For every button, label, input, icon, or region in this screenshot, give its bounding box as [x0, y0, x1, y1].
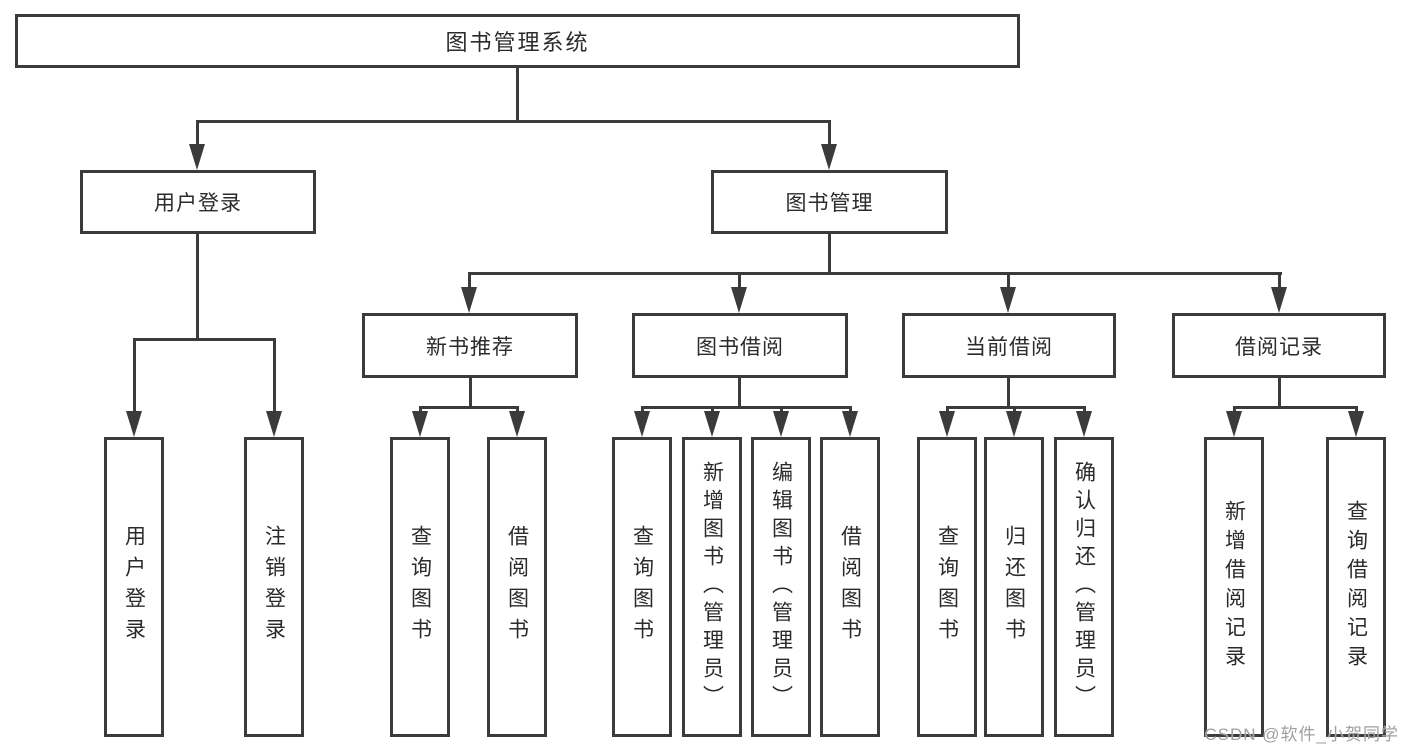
- arrowhead-to-book-borrow: [731, 287, 747, 313]
- node-book-management: 图书管理: [711, 170, 948, 234]
- arrowhead-to-bb-borrow: [842, 411, 858, 437]
- leaf-borrow-borrow-books-label: 借阅图书: [838, 525, 862, 649]
- leaf-add-borrow-record-label: 新增借阅记录: [1222, 500, 1246, 674]
- leaf-edit-book-admin-label: 编辑图书（管理员）: [769, 461, 793, 713]
- connector-stub-book-management: [828, 120, 831, 150]
- connector-stub-new-book: [468, 272, 471, 292]
- arrowhead-to-book-management: [821, 144, 837, 170]
- arrowhead-to-nb-query: [412, 411, 428, 437]
- leaf-newbook-query-books-label: 查询图书: [408, 525, 432, 649]
- connector-stub-leaf-user-login: [133, 338, 136, 416]
- leaf-return-books: 归还图书: [984, 437, 1044, 737]
- node-new-book-recommend-label: 新书推荐: [426, 335, 514, 359]
- leaf-newbook-borrow-books: 借阅图书: [487, 437, 547, 737]
- arrowhead-to-user-login: [189, 144, 205, 170]
- arrowhead-to-borrow-records: [1271, 287, 1287, 313]
- node-borrow-records-label: 借阅记录: [1235, 335, 1323, 359]
- connector-book-borrow-rail: [641, 406, 851, 409]
- node-root-label: 图书管理系统: [445, 30, 590, 55]
- csdn-watermark: CSDN @软件_小贺同学: [1204, 725, 1399, 744]
- connector-borrow-records-rail: [1233, 406, 1357, 409]
- node-root-library-system: 图书管理系统: [15, 14, 1020, 68]
- arrowhead-to-current-borrow: [1000, 287, 1016, 313]
- arrowhead-to-leaf-logout: [266, 411, 282, 437]
- connector-stub-user-login: [196, 120, 199, 150]
- leaf-user-login: 用户登录: [104, 437, 164, 737]
- connector-stub-current-borrow: [1007, 272, 1010, 292]
- connector-user-login-stem: [196, 234, 199, 341]
- leaf-add-borrow-record: 新增借阅记录: [1204, 437, 1264, 737]
- leaf-borrow-query-books: 查询图书: [612, 437, 672, 737]
- leaf-edit-book-admin: 编辑图书（管理员）: [751, 437, 811, 737]
- leaf-user-login-label: 用户登录: [122, 525, 146, 649]
- leaf-add-book-admin: 新增图书（管理员）: [682, 437, 742, 737]
- connector-book-management-rail: [468, 272, 1282, 275]
- node-current-borrow-label: 当前借阅: [965, 335, 1053, 359]
- connector-stub-book-borrow: [738, 272, 741, 292]
- leaf-borrow-query-books-label: 查询图书: [630, 525, 654, 649]
- arrowhead-to-cb-return: [1006, 411, 1022, 437]
- leaf-confirm-return-admin: 确认归还（管理员）: [1054, 437, 1114, 737]
- connector-current-borrow-rail: [946, 406, 1086, 409]
- leaf-return-books-label: 归还图书: [1002, 525, 1026, 649]
- arrowhead-to-new-book: [461, 287, 477, 313]
- arrowhead-to-br-query: [1348, 411, 1364, 437]
- leaf-current-query-books-label: 查询图书: [935, 525, 959, 649]
- leaf-logout: 注销登录: [244, 437, 304, 737]
- connector-book-management-stem: [828, 234, 831, 275]
- leaf-query-borrow-record-label: 查询借阅记录: [1344, 500, 1368, 674]
- connector-root-stem: [516, 68, 519, 123]
- connector-stub-leaf-logout: [273, 338, 276, 416]
- leaf-current-query-books: 查询图书: [917, 437, 977, 737]
- arrowhead-to-nb-borrow: [509, 411, 525, 437]
- connector-new-book-rail: [419, 406, 519, 409]
- connector-current-borrow-stem: [1007, 378, 1010, 409]
- leaf-borrow-borrow-books: 借阅图书: [820, 437, 880, 737]
- connector-stub-borrow-records: [1278, 272, 1281, 292]
- arrowhead-to-bb-add: [704, 411, 720, 437]
- arrowhead-to-bb-edit: [773, 411, 789, 437]
- connector-user-login-rail: [133, 338, 276, 341]
- arrowhead-to-cb-confirm: [1076, 411, 1092, 437]
- node-user-login-label: 用户登录: [154, 192, 242, 215]
- arrowhead-to-cb-query: [939, 411, 955, 437]
- node-book-borrow-label: 图书借阅: [696, 335, 784, 359]
- connector-book-borrow-stem: [738, 378, 741, 409]
- leaf-query-borrow-record: 查询借阅记录: [1326, 437, 1386, 737]
- node-book-borrow: 图书借阅: [632, 313, 848, 378]
- leaf-newbook-borrow-books-label: 借阅图书: [505, 525, 529, 649]
- arrowhead-to-leaf-user-login: [126, 411, 142, 437]
- leaf-newbook-query-books: 查询图书: [390, 437, 450, 737]
- arrowhead-to-bb-query: [634, 411, 650, 437]
- arrowhead-to-br-add: [1226, 411, 1242, 437]
- connector-root-rail: [196, 120, 831, 123]
- node-borrow-records: 借阅记录: [1172, 313, 1386, 378]
- leaf-logout-label: 注销登录: [262, 525, 286, 649]
- node-book-management-label: 图书管理: [785, 192, 874, 215]
- node-user-login: 用户登录: [80, 170, 316, 234]
- connector-new-book-stem: [469, 378, 472, 409]
- node-new-book-recommend: 新书推荐: [362, 313, 578, 378]
- node-current-borrow: 当前借阅: [902, 313, 1116, 378]
- leaf-add-book-admin-label: 新增图书（管理员）: [700, 461, 724, 713]
- leaf-confirm-return-admin-label: 确认归还（管理员）: [1072, 461, 1096, 713]
- connector-borrow-records-stem: [1278, 378, 1281, 409]
